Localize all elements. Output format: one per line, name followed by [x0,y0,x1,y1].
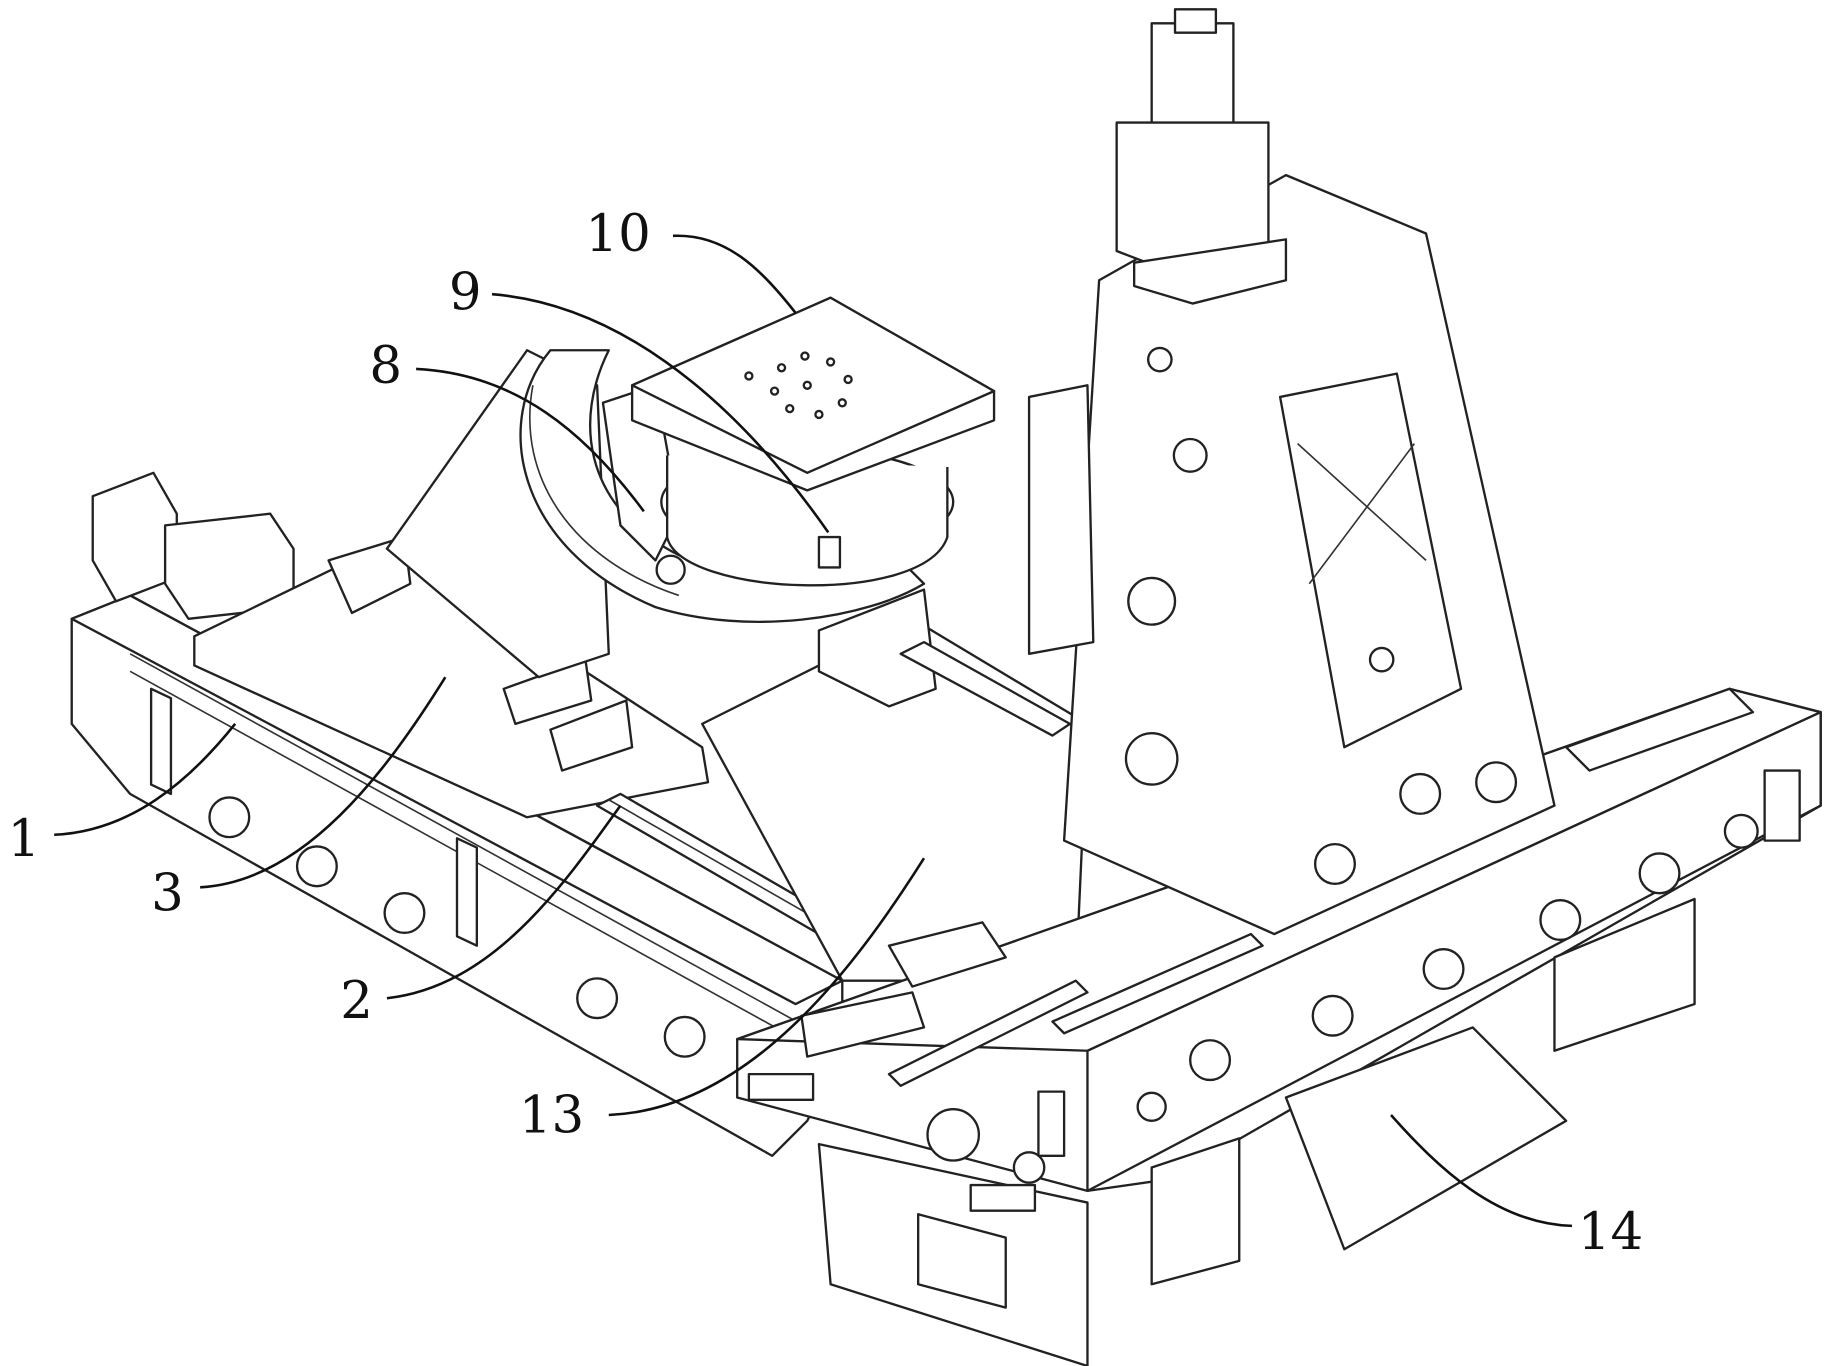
label-14: 14 [1578,1202,1643,1262]
y-axis-motor [1117,9,1286,303]
column [1029,175,1554,934]
callout-10: 10 [585,204,795,313]
label-3: 3 [151,864,184,924]
label-10: 10 [585,204,650,264]
label-1: 1 [8,809,41,869]
rotary-table [632,298,994,586]
x-axis-motor [93,473,294,619]
label-8: 8 [369,336,402,396]
label-9: 9 [449,262,482,322]
label-13: 13 [519,1085,584,1145]
label-2: 2 [340,971,373,1031]
